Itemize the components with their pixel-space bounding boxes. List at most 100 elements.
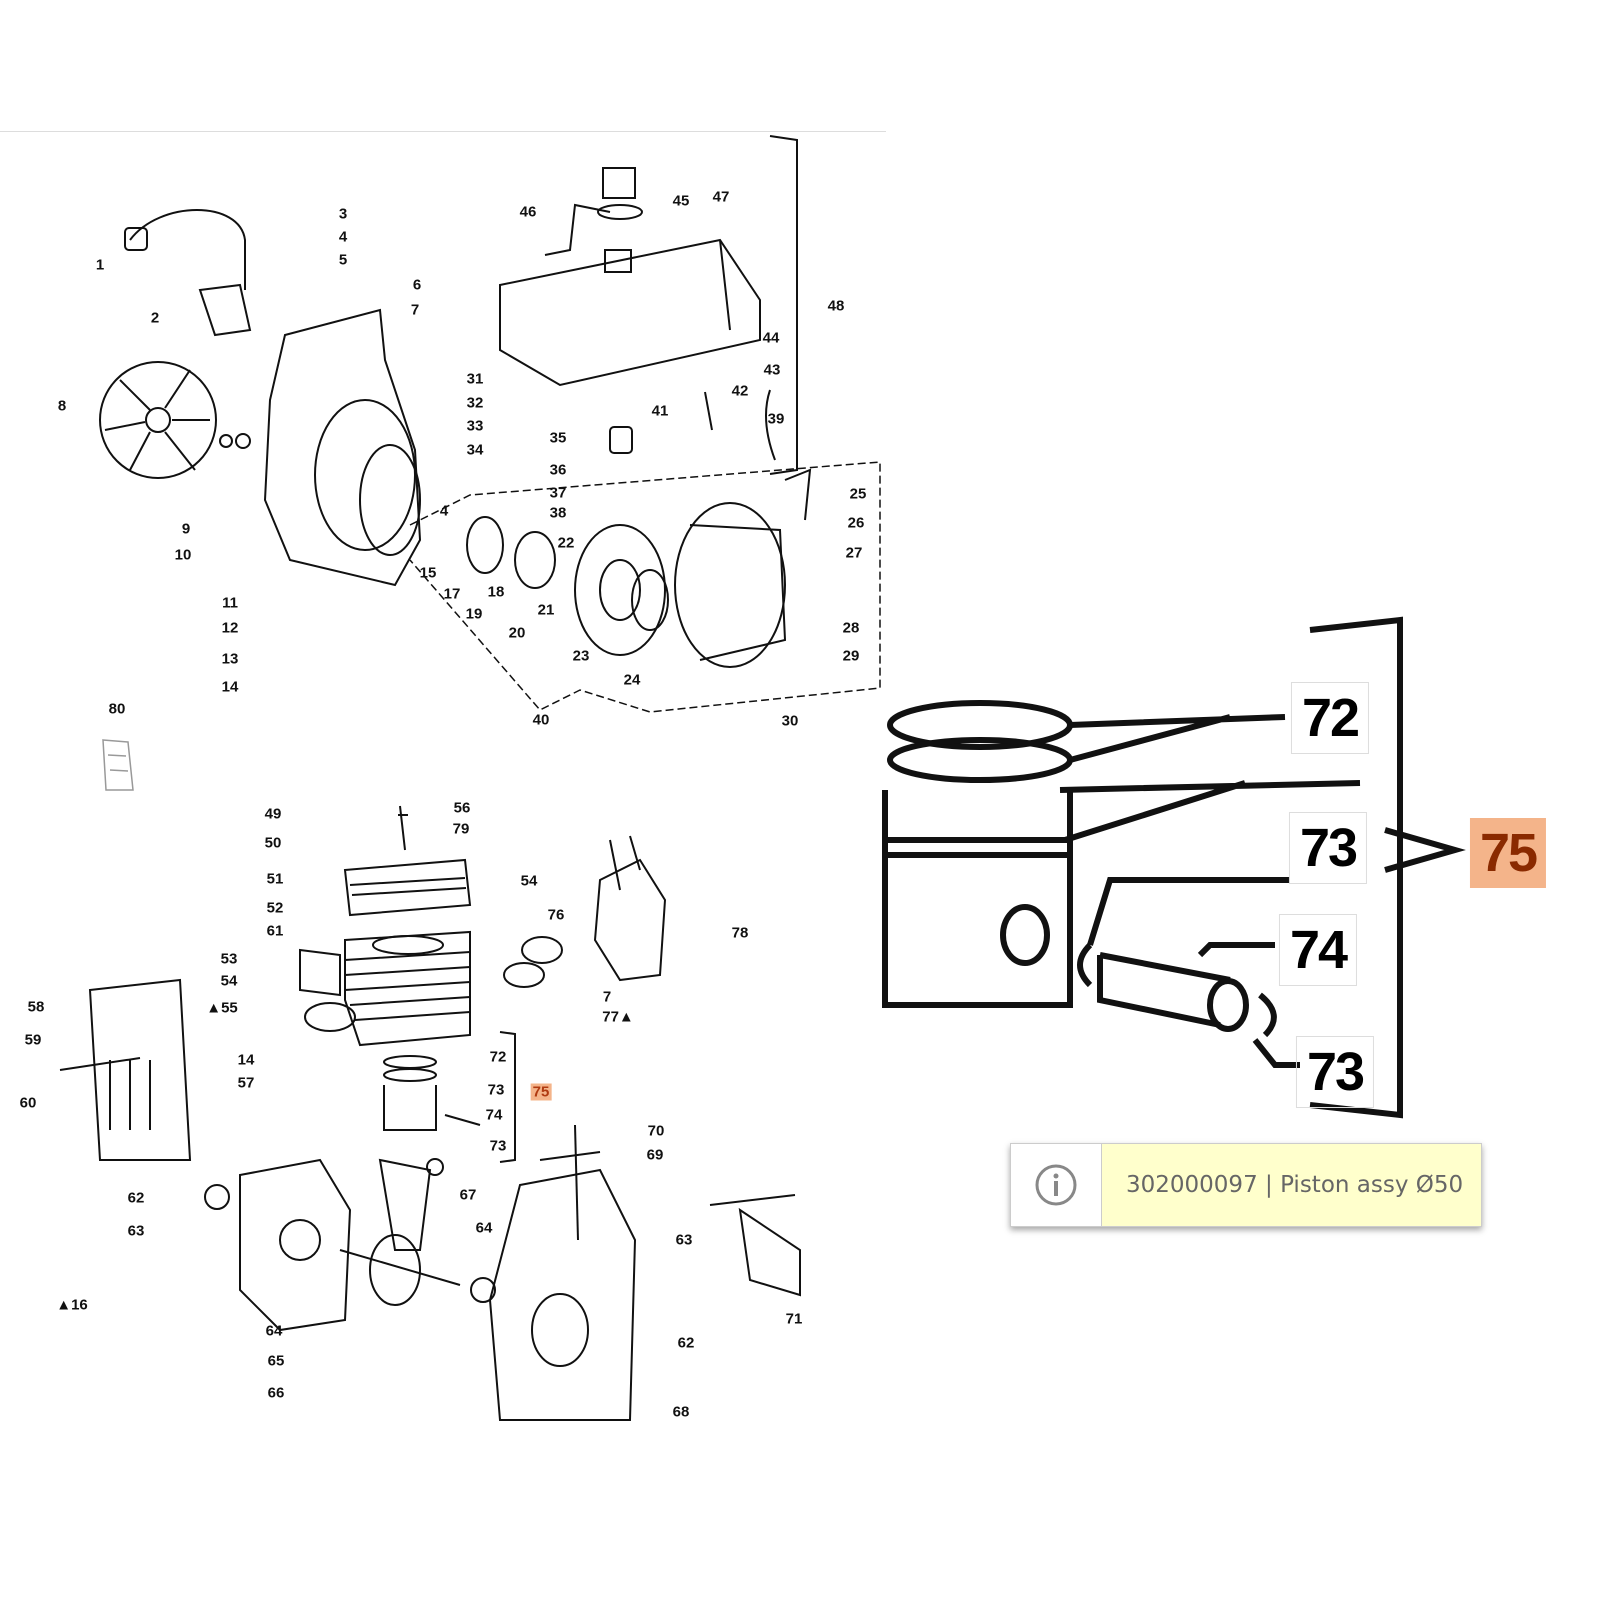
- callout-27[interactable]: 27: [845, 544, 863, 562]
- callout-31[interactable]: 31: [466, 370, 484, 388]
- callout-77[interactable]: 77▲: [602, 1008, 634, 1026]
- callout-32[interactable]: 32: [466, 394, 484, 412]
- piston-detail-drawing: [882, 616, 1466, 1119]
- callout-11[interactable]: 11: [222, 594, 238, 612]
- callout-62[interactable]: 62: [127, 1189, 145, 1207]
- callout-55[interactable]: ▲55: [206, 999, 238, 1017]
- callout-69[interactable]: 69: [646, 1146, 664, 1164]
- callout-36[interactable]: 36: [549, 461, 567, 479]
- callout-63[interactable]: 63: [127, 1222, 145, 1240]
- callout-34[interactable]: 34: [466, 441, 484, 459]
- callout-47[interactable]: 47: [712, 188, 730, 206]
- callout-50[interactable]: 50: [264, 834, 282, 852]
- callout-45[interactable]: 45: [672, 192, 690, 210]
- callout-13[interactable]: 13: [221, 650, 239, 668]
- crankshaft-drawing: [339, 1158, 461, 1306]
- callout-42[interactable]: 42: [731, 382, 749, 400]
- callout-64[interactable]: 64: [475, 1219, 493, 1237]
- callout-75[interactable]: 75: [530, 1083, 552, 1101]
- detail-callout-75[interactable]: 75: [1469, 818, 1547, 888]
- callout-48[interactable]: 48: [827, 297, 845, 315]
- callout-40[interactable]: 40: [532, 711, 550, 729]
- callout-72[interactable]: 72: [489, 1048, 507, 1066]
- callout-73[interactable]: 73: [489, 1137, 507, 1155]
- callout-79[interactable]: 79: [452, 820, 470, 838]
- callout-14[interactable]: 14: [237, 1051, 255, 1069]
- detail-callout-74[interactable]: 74: [1278, 914, 1358, 986]
- callout-26[interactable]: 26: [847, 514, 865, 532]
- callout-63[interactable]: 63: [675, 1231, 693, 1249]
- gasket-80-drawing: [102, 739, 134, 791]
- callout-21[interactable]: 21: [537, 601, 555, 619]
- callout-7[interactable]: 7: [602, 988, 612, 1006]
- callout-18[interactable]: 18: [487, 583, 505, 601]
- callout-4[interactable]: 4: [338, 228, 348, 246]
- callout-29[interactable]: 29: [842, 647, 860, 665]
- callout-67[interactable]: 67: [459, 1186, 477, 1204]
- recoil-starter-drawing: [466, 426, 812, 668]
- callout-33[interactable]: 33: [466, 417, 484, 435]
- callout-53[interactable]: 53: [220, 950, 238, 968]
- callout-70[interactable]: 70: [647, 1122, 665, 1140]
- callout-66[interactable]: 66: [267, 1384, 285, 1402]
- callout-30[interactable]: 30: [781, 712, 799, 730]
- callout-43[interactable]: 43: [763, 361, 781, 379]
- callout-5[interactable]: 5: [338, 251, 348, 269]
- callout-4[interactable]: 4: [439, 502, 449, 520]
- callout-20[interactable]: 20: [508, 624, 526, 642]
- callout-9[interactable]: 9: [181, 520, 191, 538]
- callout-39[interactable]: 39: [767, 410, 785, 428]
- callout-14[interactable]: 14: [221, 678, 239, 696]
- callout-80[interactable]: 80: [108, 700, 126, 718]
- callout-54[interactable]: 54: [220, 972, 238, 990]
- callout-7[interactable]: 7: [410, 301, 420, 319]
- callout-51[interactable]: 51: [266, 870, 284, 888]
- callout-54[interactable]: 54: [520, 872, 538, 890]
- callout-60[interactable]: 60: [19, 1094, 37, 1112]
- callout-49[interactable]: 49: [264, 805, 282, 823]
- callout-61[interactable]: 61: [266, 922, 284, 940]
- callout-35[interactable]: 35: [549, 429, 567, 447]
- detail-callout-73[interactable]: 73: [1288, 812, 1368, 884]
- callout-65[interactable]: 65: [267, 1352, 285, 1370]
- callout-59[interactable]: 59: [24, 1031, 42, 1049]
- callout-28[interactable]: 28: [842, 619, 860, 637]
- callout-76[interactable]: 76: [547, 906, 565, 924]
- callout-10[interactable]: 10: [174, 546, 192, 564]
- callout-3[interactable]: 3: [338, 205, 348, 223]
- detail-callout-73[interactable]: 73: [1295, 1036, 1375, 1108]
- callout-78[interactable]: 78: [731, 924, 749, 942]
- callout-38[interactable]: 38: [549, 504, 567, 522]
- callout-71[interactable]: 71: [785, 1310, 803, 1328]
- callout-6[interactable]: 6: [412, 276, 422, 294]
- callout-25[interactable]: 25: [849, 485, 867, 503]
- callout-17[interactable]: 17: [443, 585, 461, 603]
- callout-58[interactable]: 58: [27, 998, 45, 1016]
- callout-2[interactable]: 2: [150, 309, 160, 327]
- detail-callout-72[interactable]: 72: [1290, 682, 1370, 754]
- callout-1[interactable]: 1: [95, 256, 105, 274]
- callout-46[interactable]: 46: [519, 203, 537, 221]
- callout-64[interactable]: 64: [265, 1322, 283, 1340]
- callout-56[interactable]: 56: [453, 799, 471, 817]
- callout-12[interactable]: 12: [221, 619, 239, 637]
- callout-22[interactable]: 22: [557, 534, 575, 552]
- callout-15[interactable]: 15: [419, 564, 437, 582]
- callout-74[interactable]: 74: [485, 1106, 503, 1124]
- callout-57[interactable]: 57: [237, 1074, 255, 1092]
- callout-8[interactable]: 8: [57, 397, 67, 415]
- callout-37[interactable]: 37: [549, 484, 567, 502]
- callout-23[interactable]: 23: [572, 647, 590, 665]
- callout-68[interactable]: 68: [672, 1403, 690, 1421]
- callout-24[interactable]: 24: [623, 671, 641, 689]
- callout-73[interactable]: 73: [487, 1081, 505, 1099]
- bracket-40: [409, 461, 881, 713]
- info-icon: [1011, 1144, 1102, 1226]
- callout-41[interactable]: 41: [651, 402, 669, 420]
- callout-19[interactable]: 19: [465, 605, 483, 623]
- part-tooltip: 302000097 | Piston assy Ø50: [1010, 1143, 1482, 1227]
- callout-62[interactable]: 62: [677, 1334, 695, 1352]
- callout-44[interactable]: 44: [762, 329, 780, 347]
- callout-52[interactable]: 52: [266, 899, 284, 917]
- callout-16[interactable]: ▲16: [56, 1296, 88, 1314]
